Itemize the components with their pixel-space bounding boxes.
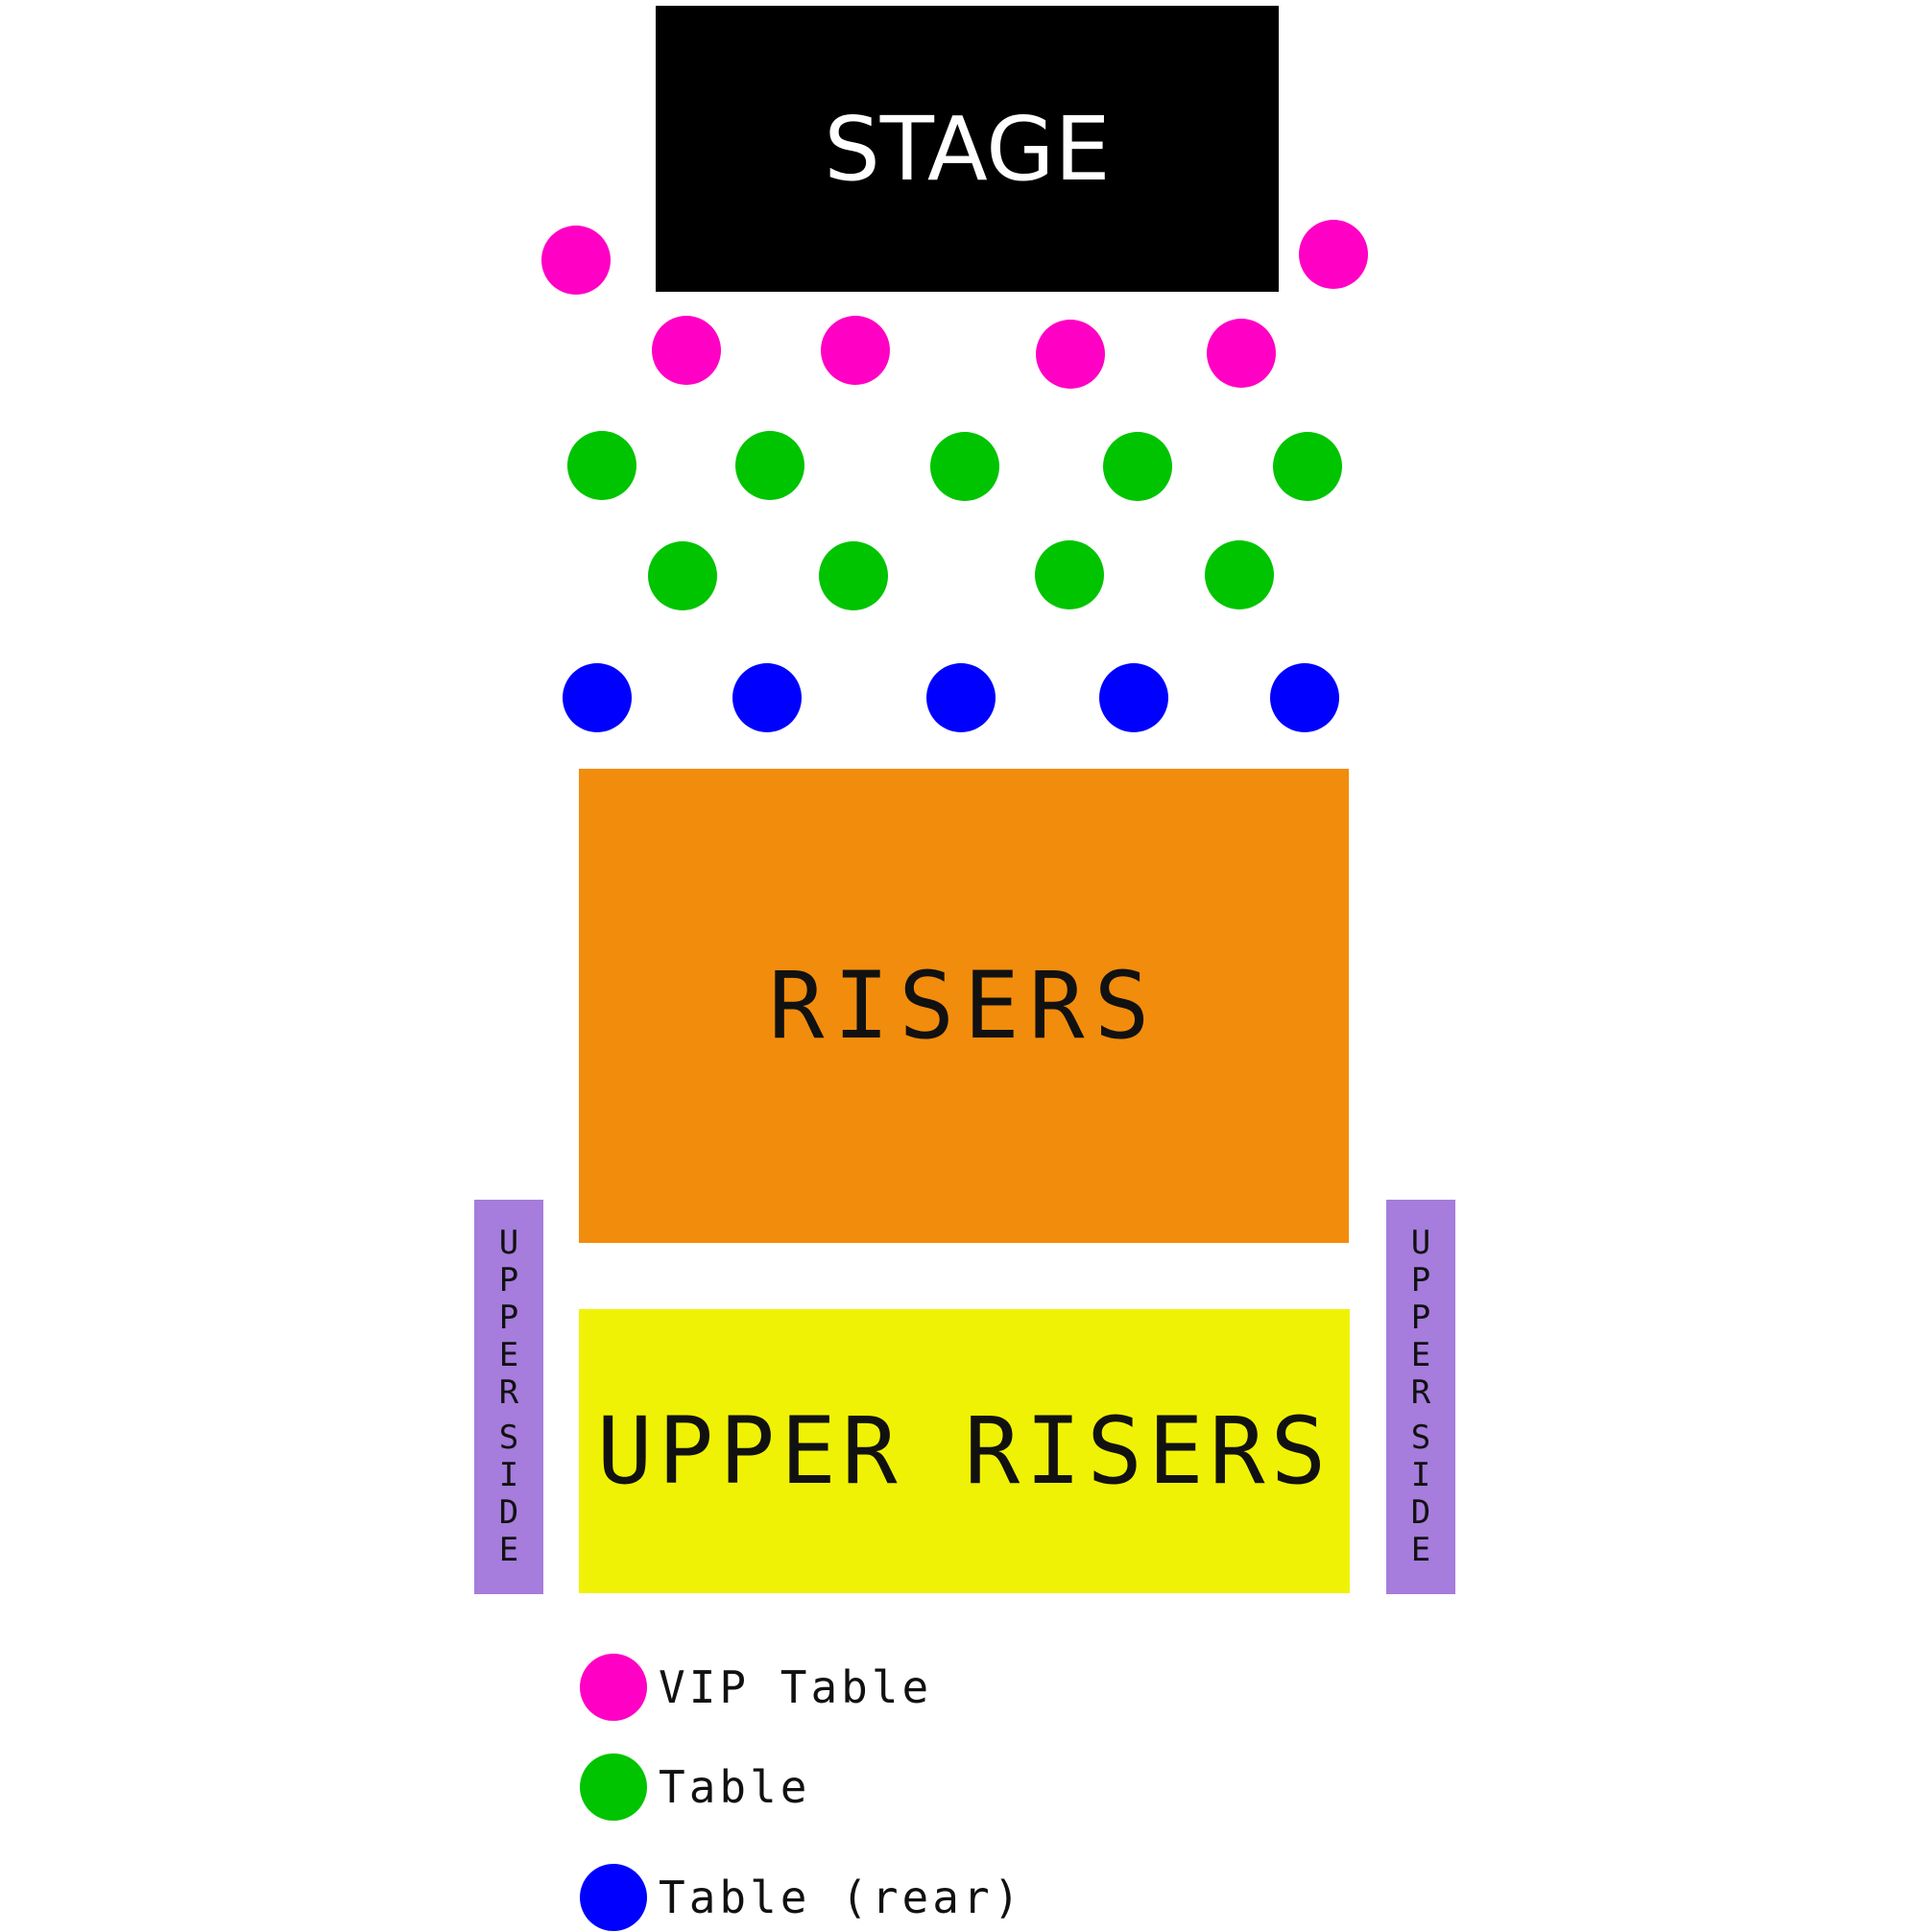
rear-table-4[interactable] [1099,663,1168,732]
table-4[interactable] [1103,432,1172,501]
vip-table-5[interactable] [1036,320,1105,389]
rear-table-1[interactable] [563,663,632,732]
table-7[interactable] [819,541,888,610]
risers-label: RISERS [768,952,1160,1060]
legend-item-vip: VIP Table [580,1653,932,1722]
legend-item-table-rear: Table (rear) [580,1863,1023,1932]
legend-label-vip: VIP Table [659,1661,933,1713]
stage-label: STAGE [824,97,1111,201]
risers-section[interactable]: RISERS [579,769,1349,1243]
vip-table-3[interactable] [652,316,721,385]
table-5[interactable] [1273,432,1342,501]
vip-table-6[interactable] [1207,319,1276,388]
rear-table-2[interactable] [732,663,802,732]
table-6[interactable] [648,541,717,610]
vip-table-2[interactable] [1299,220,1368,289]
legend-swatch-vip [580,1654,647,1721]
table-2[interactable] [735,431,804,500]
vip-table-1[interactable] [541,226,611,295]
table-8[interactable] [1035,540,1104,609]
upper-risers-section[interactable]: UPPER RISERS [579,1309,1350,1593]
legend-label-table: Table [659,1761,811,1813]
rear-table-5[interactable] [1270,663,1339,732]
legend-label-table-rear: Table (rear) [659,1872,1024,1923]
stage-area: STAGE [656,6,1279,292]
rear-table-3[interactable] [926,663,996,732]
legend-swatch-table [580,1753,647,1821]
vip-table-4[interactable] [821,316,890,385]
upper-risers-label: UPPER RISERS [596,1397,1332,1505]
table-3[interactable] [930,432,999,501]
table-9[interactable] [1205,540,1274,609]
legend-item-table: Table [580,1753,810,1822]
legend-swatch-table-rear [580,1864,647,1931]
table-1[interactable] [567,431,636,500]
